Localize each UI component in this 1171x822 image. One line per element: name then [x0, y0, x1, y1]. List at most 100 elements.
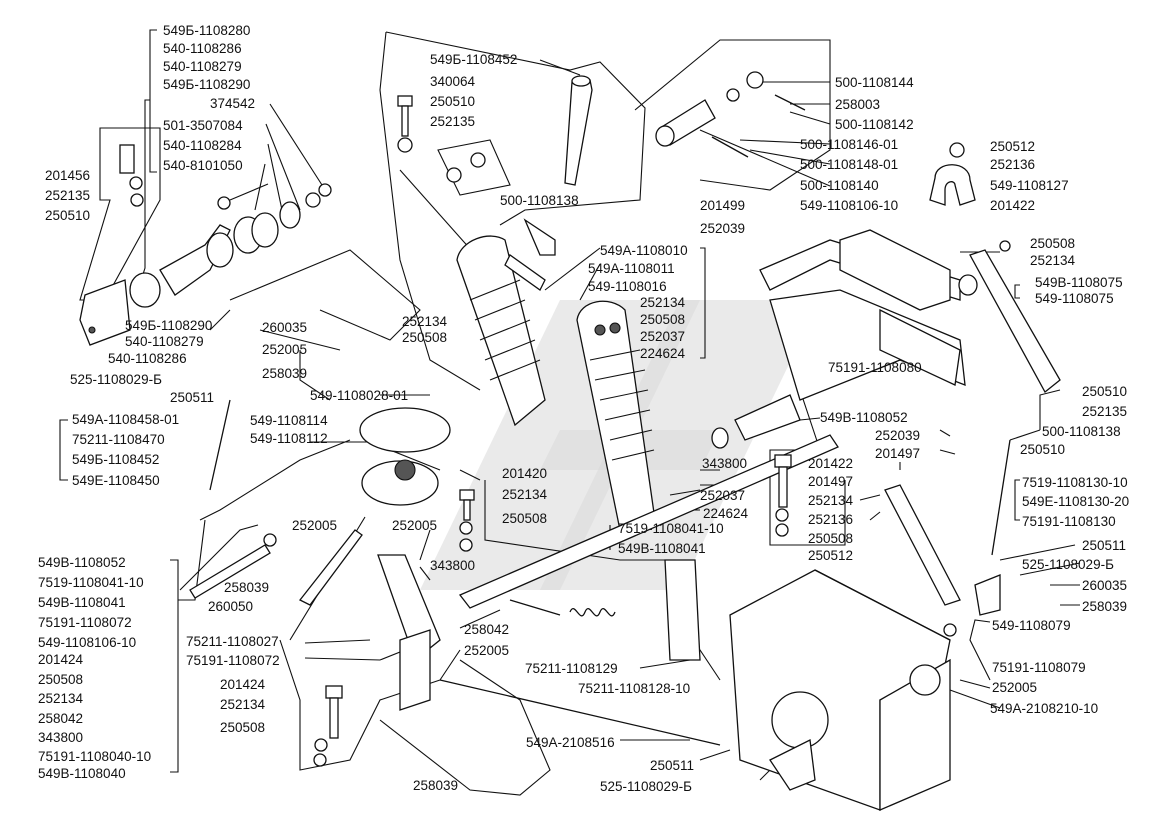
part-label: 549Б-1108452 — [430, 52, 517, 67]
part-label: 75191-1108079 — [992, 660, 1086, 675]
bolt — [711, 136, 749, 158]
labels-top-middle: 549Б-1108452 340064 250510 252135 500-11… — [430, 52, 579, 208]
part-label: 549-1108016 — [588, 279, 667, 294]
part-label: 250508 — [38, 672, 83, 687]
part-label: 549В-1108075 — [1035, 275, 1123, 290]
part-label: 258003 — [835, 97, 880, 112]
part-label: 250510 — [45, 208, 90, 223]
cross-shaft — [458, 394, 839, 609]
part-label: 549В-1108041 — [38, 595, 126, 610]
part-label: 224624 — [640, 346, 686, 361]
part-label: 549А-1108010 — [600, 243, 688, 258]
vertical-rod-right — [991, 439, 1011, 556]
part-label: 252005 — [262, 342, 307, 357]
part-label: 75211-1108129 — [525, 661, 618, 676]
part-label: 201422 — [990, 198, 1035, 213]
pin-rod — [564, 75, 593, 186]
long-bolt — [189, 533, 277, 599]
part-label: 549А-2108210-10 — [990, 701, 1098, 716]
clamp — [929, 142, 976, 206]
part-label: 252134 — [640, 295, 686, 310]
frame — [759, 229, 978, 401]
lever-arm-right — [969, 240, 1061, 393]
part-label: 7519-1108041-10 — [38, 575, 144, 590]
part-label: 75191-1108072 — [186, 653, 280, 668]
part-label: 250508 — [402, 330, 447, 345]
part-label: 260035 — [1082, 578, 1127, 593]
part-label: 549А-2108516 — [526, 735, 615, 750]
cotter-pin — [774, 94, 806, 111]
parts-drawings — [79, 71, 1061, 811]
discs — [129, 183, 332, 308]
lever-arm-lower-right — [884, 484, 961, 606]
labels-left: 201456 252135 250510 549Б-1108290 540-11… — [45, 168, 214, 488]
vertical-rod — [209, 399, 231, 491]
part-label: 201499 — [700, 198, 745, 213]
part-label: 252039 — [875, 428, 920, 443]
part-label: 549Е-1108450 — [72, 473, 160, 488]
part-label: 252134 — [402, 314, 448, 329]
part-label: 252134 — [808, 493, 854, 508]
part-label: 343800 — [38, 730, 83, 745]
part-label: 252005 — [464, 643, 509, 658]
part-label: 500-1108142 — [835, 117, 914, 132]
bolt-set — [397, 95, 556, 256]
nut — [746, 71, 764, 89]
part-label: 201422 — [808, 456, 853, 471]
part-label: 75211-1108128-10 — [578, 681, 690, 696]
part-label: 250510 — [1082, 384, 1127, 399]
washer — [726, 88, 740, 102]
part-label: 201420 — [502, 466, 547, 481]
part-label: 549Б-1108452 — [72, 452, 159, 467]
labels-center: 549-1108114 549-1108112 201420 252134 25… — [186, 413, 749, 794]
part-label: 549-1108106-10 — [38, 635, 136, 650]
part-label: 250510 — [430, 94, 475, 109]
part-label: 549В-1108052 — [38, 555, 126, 570]
part-label: 500-1108148-01 — [800, 157, 898, 172]
part-label: 549В-1108040 — [38, 766, 126, 781]
part-label: 201497 — [808, 474, 853, 489]
bushing — [655, 99, 716, 147]
part-label: 549-1108114 — [250, 413, 328, 428]
center-bracket — [664, 559, 701, 661]
part-label: 252134 — [502, 487, 548, 502]
part-label: 252005 — [392, 518, 437, 533]
part-label: 540-8101050 — [163, 158, 243, 173]
labels-right: 250508 252134 549В-1108075 549-1108075 2… — [808, 236, 1129, 716]
part-label: 540-1108286 — [163, 41, 242, 56]
pedal-left — [456, 235, 546, 427]
part-label: 549-1108028-01 — [310, 388, 408, 403]
labels-top-right: 500-1108144 258003 500-1108142 500-11081… — [700, 75, 1069, 236]
part-label: 250512 — [990, 139, 1035, 154]
part-label: 201424 — [220, 677, 266, 692]
part-label: 500-1108146-01 — [800, 137, 898, 152]
part-label: 549Б-1108290 — [163, 77, 250, 92]
part-label: 343800 — [702, 456, 747, 471]
part-label: 201456 — [45, 168, 90, 183]
part-label: 252134 — [220, 697, 266, 712]
part-label: 343800 — [430, 558, 475, 573]
part-label: 500-1108138 — [1042, 424, 1121, 439]
housing-box — [729, 569, 951, 811]
part-label: 258039 — [224, 580, 269, 595]
part-label: 525-1108029-Б — [600, 779, 692, 794]
part-label: 224624 — [703, 506, 749, 521]
part-label: 500-1108144 — [835, 75, 914, 90]
part-label: 252135 — [1082, 404, 1127, 419]
part-label: 258039 — [262, 366, 307, 381]
bracket-plate — [79, 144, 144, 346]
part-label: 549Б-1108290 — [125, 318, 212, 333]
part-label: 549Б-1108280 — [163, 23, 250, 38]
part-label: 252005 — [292, 518, 337, 533]
part-label: 252134 — [38, 691, 84, 706]
labels-pedals: 549А-1108010 549А-1108011 549-1108016 25… — [262, 243, 688, 403]
part-label: 252039 — [700, 221, 745, 236]
part-label: 501-3507084 — [163, 118, 243, 133]
part-label: 250508 — [808, 531, 853, 546]
labels-bottom-left: 549В-1108052 7519-1108041-10 549В-110804… — [38, 555, 151, 781]
part-label: 250508 — [640, 312, 685, 327]
part-label: 500-1108138 — [500, 193, 579, 208]
part-label: 250508 — [502, 511, 547, 526]
part-label: 549А-1108011 — [588, 261, 675, 276]
part-label: 7519-1108041-10 — [618, 521, 724, 536]
